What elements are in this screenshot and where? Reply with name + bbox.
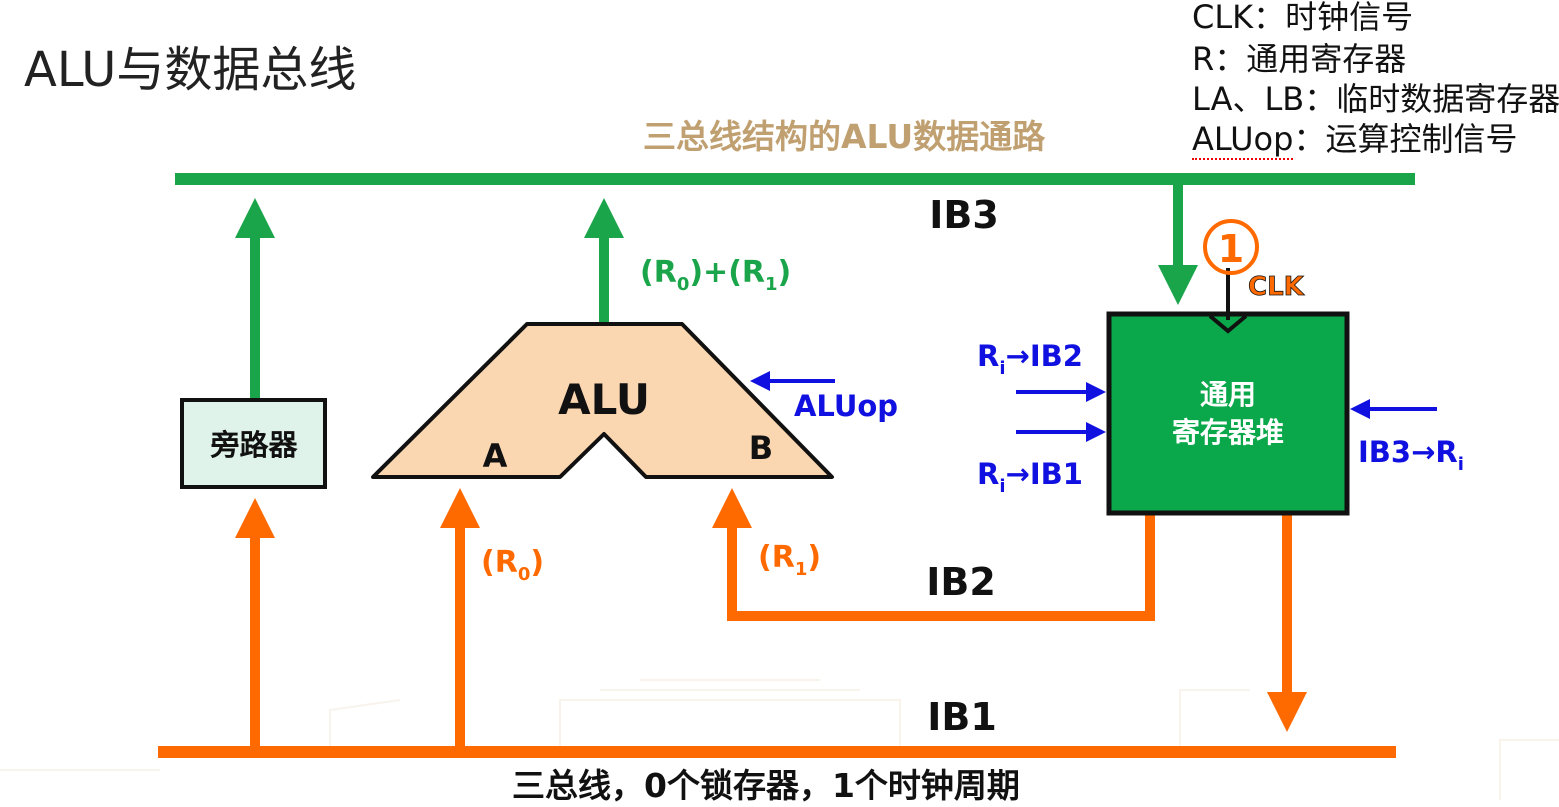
alu-label: ALU	[558, 375, 650, 424]
aluop-label: ALUop	[794, 389, 898, 423]
step-number: 1	[1218, 227, 1244, 271]
regfile-label-line1: 通用	[1200, 378, 1256, 411]
ib1-label: IB1	[927, 695, 997, 739]
ib2-label: IB2	[926, 560, 996, 604]
legend-line-la-lb: LA、LB：临时数据寄存器	[1192, 80, 1559, 118]
alu-shape	[371, 322, 834, 479]
clk-label: CLK	[1248, 272, 1305, 302]
page-title: ALU与数据总线	[24, 42, 357, 98]
alu-port-b-label: B	[749, 429, 773, 467]
legend-line-r: R：通用寄存器	[1192, 40, 1407, 78]
ib2-bus-path	[712, 488, 1155, 621]
r0-label: (R0)	[481, 545, 544, 585]
bypass-box	[180, 398, 327, 489]
ri-to-ib1-label: Ri→IB1	[977, 457, 1083, 497]
ib3-to-ri-label: IB3→Ri	[1358, 435, 1464, 475]
legend-line-clk: CLK：时钟信号	[1192, 0, 1414, 36]
register-file-box	[1106, 311, 1350, 516]
bypass-label: 旁路器	[209, 428, 298, 462]
step-circle-icon	[1203, 219, 1259, 275]
regfile-label-line2: 寄存器堆	[1172, 416, 1284, 449]
ri-to-ib2-label: Ri→IB2	[977, 339, 1083, 379]
alu-sum-label: (R0)+(R1)	[640, 255, 791, 295]
ib3-label: IB3	[929, 193, 999, 237]
clock-input-triangle	[1208, 314, 1248, 334]
legend-line-aluop: ALUop：运算控制信号	[1192, 120, 1518, 160]
footer-caption: 三总线，0个锁存器，1个时钟周期	[512, 766, 1020, 805]
r1-label: (R1)	[758, 540, 821, 580]
diagram-title: 三总线结构的ALU数据通路	[643, 117, 1046, 156]
alu-port-a-label: A	[483, 437, 508, 475]
